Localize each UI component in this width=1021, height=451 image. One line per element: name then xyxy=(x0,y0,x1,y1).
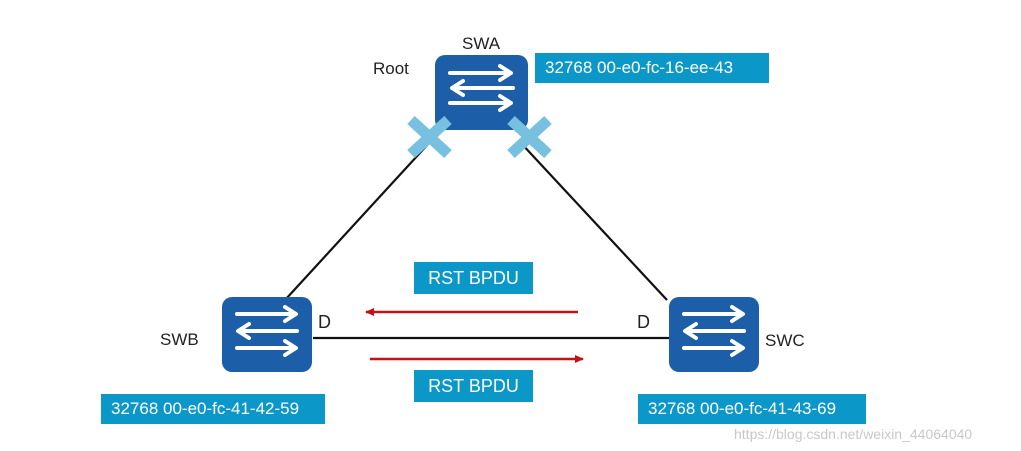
swb-name-label: SWB xyxy=(160,330,199,349)
swb-port-role: D xyxy=(318,312,331,332)
switch-arrows-icon[interactable] xyxy=(222,297,312,372)
swc-port-role: D xyxy=(637,312,650,332)
swa-name-label: SWA xyxy=(462,34,501,53)
link-swa-swb xyxy=(284,141,431,301)
rst-bpdu-label-top: RST BPDU xyxy=(414,262,533,294)
swc-bridge-id: 32768 00-e0-fc-41-43-69 xyxy=(638,394,866,424)
root-label: Root xyxy=(373,59,409,78)
blocked-x-icon xyxy=(507,115,552,159)
watermark: https://blog.csdn.net/weixin_44064040 xyxy=(734,426,973,442)
switch-arrows-icon[interactable] xyxy=(669,297,759,372)
switch-arrows-icon[interactable] xyxy=(435,55,528,130)
swb-bridge-id: 32768 00-e0-fc-41-42-59 xyxy=(101,394,325,424)
blocked-x-icon xyxy=(407,115,452,159)
link-swa-swc xyxy=(519,141,668,301)
swa-bridge-id: 32768 00-e0-fc-16-ee-43 xyxy=(535,53,769,83)
rst-bpdu-label-bottom: RST BPDU xyxy=(414,370,533,402)
swc-name-label: SWC xyxy=(765,331,805,350)
